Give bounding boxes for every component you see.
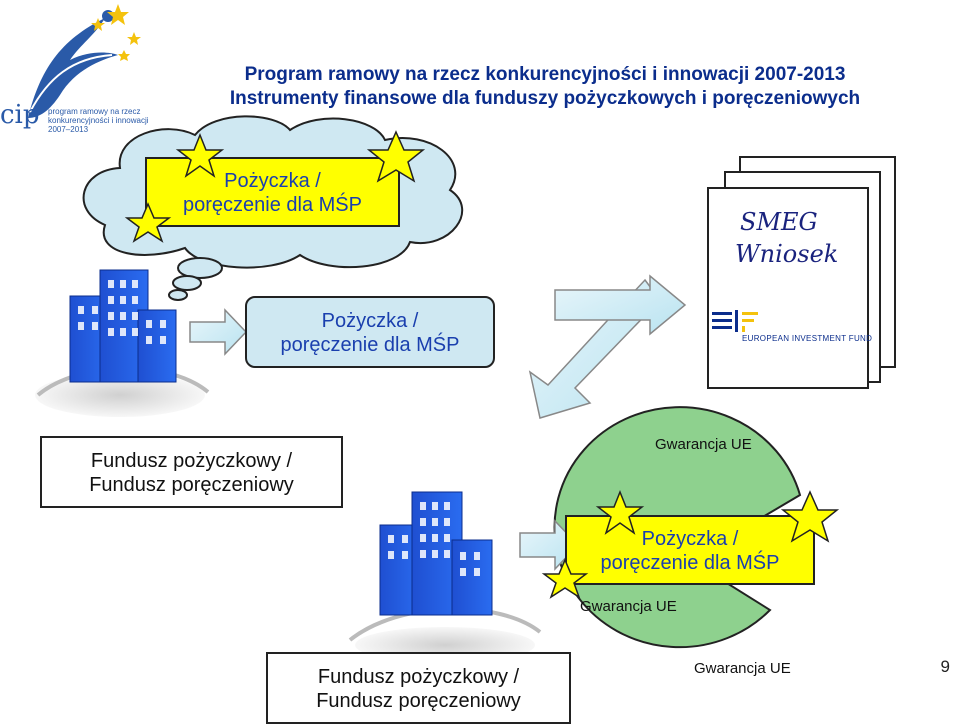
fund-box-upper-line1: Fundusz pożyczkowy / bbox=[90, 450, 293, 472]
buildings-icon-upper bbox=[35, 269, 210, 417]
fund-box-upper: Fundusz pożyczkowy / Fundusz poręczeniow… bbox=[40, 436, 343, 508]
document-title: SMEG bbox=[740, 208, 818, 236]
pacman-loan-line1: Pożyczka / bbox=[641, 528, 739, 550]
fund-box-lower-line2: Fundusz poręczeniowy bbox=[316, 690, 521, 712]
cip-logo-line3: 2007–2013 bbox=[48, 125, 89, 134]
cip-logo-icon bbox=[28, 4, 141, 118]
document-subtitle: Wniosek bbox=[735, 240, 839, 268]
cloud-loan-box: Pożyczka / poręczenie dla MŚP bbox=[145, 157, 400, 227]
guarantee-label-bottom: Gwarancja UE bbox=[580, 598, 677, 615]
pacman-loan-line2: poręczenie dla MŚP bbox=[600, 552, 780, 574]
eif-logo-icon bbox=[712, 310, 758, 332]
cip-logo-line2: konkurencyjności i innowacji bbox=[48, 116, 149, 125]
guarantee-label-top: Gwarancja UE bbox=[655, 436, 752, 453]
page-number: 9 bbox=[940, 657, 950, 676]
guarantee-label-right: Gwarancja UE bbox=[694, 660, 791, 677]
eif-label: EUROPEAN INVESTMENT FUND bbox=[742, 334, 873, 343]
page-subtitle: Instrumenty finansowe dla funduszy pożyc… bbox=[229, 88, 861, 109]
middle-loan-box: Pożyczka / poręczenie dla MŚP bbox=[245, 296, 495, 368]
smeg-document-stack bbox=[707, 156, 896, 389]
page-title: Program ramowy na rzecz konkurencyjności… bbox=[244, 64, 846, 85]
middle-loan-line1: Pożyczka / bbox=[321, 310, 419, 332]
fund-box-lower: Fundusz pożyczkowy / Fundusz poręczeniow… bbox=[266, 652, 571, 724]
arrow-to-loan-box bbox=[189, 308, 248, 356]
fund-box-lower-line1: Fundusz pożyczkowy / bbox=[317, 666, 520, 688]
buildings-icon-lower bbox=[348, 491, 542, 663]
fund-box-upper-line2: Fundusz poręczeniowy bbox=[89, 474, 294, 496]
pacman-loan-box: Pożyczka / poręczenie dla MŚP bbox=[565, 515, 815, 585]
arrow-to-document bbox=[554, 274, 687, 336]
cip-logo-line1: program ramowy na rzecz bbox=[48, 107, 141, 116]
cloud-loan-line1: Pożyczka / bbox=[224, 170, 321, 192]
cloud-loan-line2: poręczenie dla MŚP bbox=[183, 194, 362, 216]
cip-logo-abbr: cip bbox=[0, 100, 40, 130]
middle-loan-line2: poręczenie dla MŚP bbox=[280, 334, 460, 356]
